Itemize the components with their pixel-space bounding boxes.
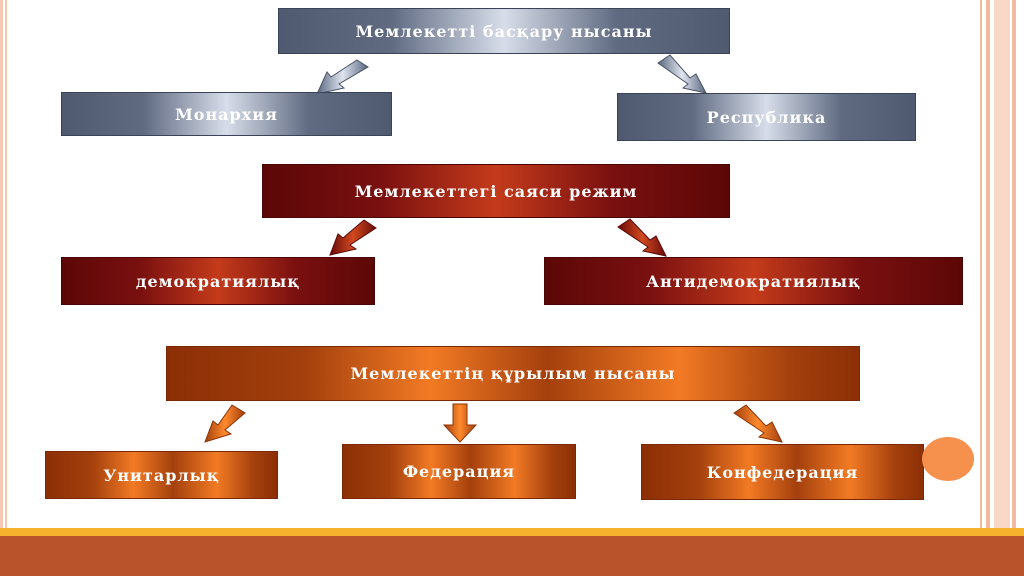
- right-decorative-border: [978, 0, 1024, 528]
- arrow-down: [442, 403, 478, 443]
- arrow-down-left: [204, 404, 246, 443]
- decorative-circle: [922, 437, 974, 481]
- democratic-box: демократиялық: [61, 257, 375, 305]
- confederation-box: Конфедерация: [641, 444, 924, 500]
- footer-accent-line: [0, 528, 1024, 536]
- arrow-down-left: [329, 219, 377, 256]
- monarchy-box: Монархия: [61, 92, 392, 136]
- arrow-down-left: [316, 59, 369, 95]
- republic-box: Республика: [617, 93, 916, 141]
- state-structure-header-label: Мемлекеттің құрылым нысаны: [350, 364, 676, 383]
- left-decorative-border: [0, 0, 10, 528]
- arrow-down-right: [657, 54, 707, 94]
- arrow-down-right: [617, 218, 667, 257]
- state-structure-header: Мемлекеттің құрылым нысаны: [166, 346, 860, 401]
- monarchy-label: Монархия: [175, 104, 278, 124]
- democratic-label: демократиялық: [135, 271, 301, 291]
- political-regime-header: Мемлекеттегі саяси режим: [262, 164, 730, 218]
- federation-label: Федерация: [402, 462, 516, 481]
- governance-form-header: Мемлекетті басқару нысаны: [278, 8, 730, 54]
- federation-box: Федерация: [342, 444, 576, 499]
- political-regime-header-label: Мемлекеттегі саяси режим: [354, 181, 638, 201]
- unitary-label: Унитарлық: [103, 465, 220, 485]
- governance-form-header-label: Мемлекетті басқару нысаны: [355, 21, 653, 41]
- arrow-down-right: [733, 404, 783, 443]
- confederation-label: Конфедерация: [706, 462, 859, 482]
- antidemocratic-box: Антидемократиялық: [544, 257, 963, 305]
- footer-bar: [0, 536, 1024, 576]
- antidemocratic-label: Антидемократиялық: [646, 271, 861, 291]
- republic-label: Республика: [706, 107, 827, 127]
- unitary-box: Унитарлық: [45, 451, 278, 499]
